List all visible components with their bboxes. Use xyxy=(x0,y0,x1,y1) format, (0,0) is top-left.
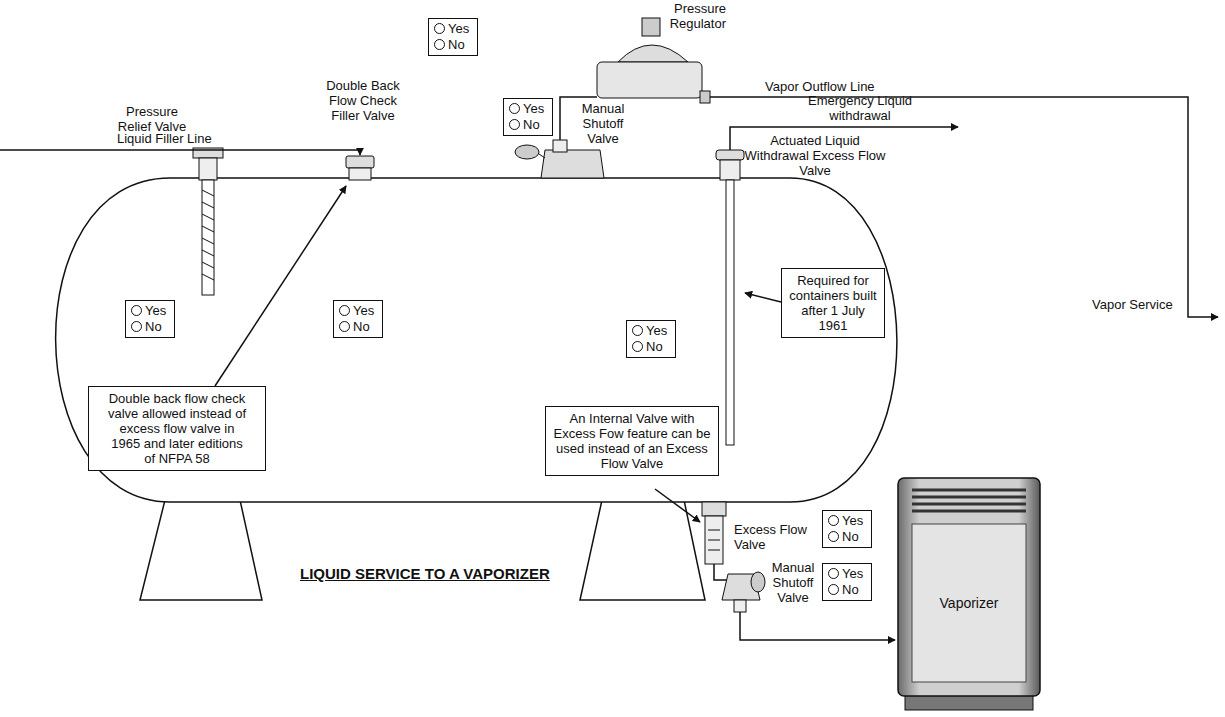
option-row: Yes xyxy=(509,101,547,117)
part-label: Emergency Liquid withdrawal xyxy=(790,93,930,123)
callout-box: Double back flow check valve allowed ins… xyxy=(88,386,266,471)
radio-circle xyxy=(434,23,445,34)
part-label: Double Back Flow Check Filler Valve xyxy=(316,78,410,123)
radio-circle xyxy=(339,305,350,316)
checkbox-box: YesNo xyxy=(503,98,553,136)
checkbox-box: YesNo xyxy=(333,300,383,338)
option-row: No xyxy=(509,117,547,133)
option-row: Yes xyxy=(434,21,472,37)
option-text: Yes xyxy=(646,323,667,338)
part-label: Vapor Outflow Line xyxy=(765,79,905,94)
option-text: No xyxy=(842,529,859,544)
radio-circle xyxy=(632,325,643,336)
option-row: No xyxy=(632,339,670,355)
radio-circle xyxy=(828,515,839,526)
vaporizer-cabinet: Vaporizer xyxy=(912,524,1026,682)
part-label: Manual Shutoff Valve xyxy=(572,101,634,146)
equipment-name: Vaporizer xyxy=(940,595,999,611)
checkbox-box: YesNo xyxy=(822,510,872,548)
option-row: Yes xyxy=(828,566,866,582)
part-label: Actuated Liquid Withdrawal Excess Flow V… xyxy=(742,133,888,178)
note-text: Required for containers built after 1 Ju… xyxy=(788,273,878,333)
option-row: No xyxy=(434,37,472,53)
option-text: No xyxy=(646,339,663,354)
radio-circle xyxy=(828,584,839,595)
option-text: No xyxy=(448,37,465,52)
part-label: Excess Flow Valve xyxy=(734,522,812,552)
radio-circle xyxy=(509,103,520,114)
checkbox-box: YesNo xyxy=(822,563,872,601)
note-text: An Internal Valve with Excess Fow featur… xyxy=(552,411,712,471)
option-text: No xyxy=(145,319,162,334)
radio-circle xyxy=(131,305,142,316)
callout-box: Required for containers built after 1 Ju… xyxy=(781,268,885,338)
radio-circle xyxy=(828,568,839,579)
radio-circle xyxy=(632,341,643,352)
option-text: No xyxy=(842,582,859,597)
radio-circle xyxy=(434,39,445,50)
option-text: No xyxy=(353,319,370,334)
callout-box: An Internal Valve with Excess Fow featur… xyxy=(545,406,719,476)
option-text: Yes xyxy=(523,101,544,116)
option-text: No xyxy=(523,117,540,132)
option-row: Yes xyxy=(131,303,169,319)
radio-circle xyxy=(339,321,350,332)
option-row: No xyxy=(828,529,866,545)
option-text: Yes xyxy=(353,303,374,318)
part-label: Vapor Service xyxy=(1092,297,1188,312)
option-text: Yes xyxy=(842,513,863,528)
option-row: No xyxy=(131,319,169,335)
option-row: No xyxy=(828,582,866,598)
radio-circle xyxy=(828,531,839,542)
note-text: Double back flow check valve allowed ins… xyxy=(107,391,247,466)
part-label: Manual Shutoff Valve xyxy=(766,560,820,605)
part-label: Pressure Relief Valve xyxy=(112,104,192,134)
part-label: Pressure Regulator xyxy=(664,1,726,31)
radio-circle xyxy=(131,321,142,332)
checkbox-box: YesNo xyxy=(428,18,478,56)
option-row: Yes xyxy=(632,323,670,339)
diagram-heading: LIQUID SERVICE TO A VAPORIZER xyxy=(300,565,570,583)
option-row: No xyxy=(339,319,377,335)
checkbox-box: YesNo xyxy=(125,300,175,338)
option-row: Yes xyxy=(339,303,377,319)
option-text: Yes xyxy=(145,303,166,318)
radio-circle xyxy=(509,119,520,130)
option-text: Yes xyxy=(448,21,469,36)
checkbox-box: YesNo xyxy=(626,320,676,358)
option-text: Yes xyxy=(842,566,863,581)
option-row: Yes xyxy=(828,513,866,529)
